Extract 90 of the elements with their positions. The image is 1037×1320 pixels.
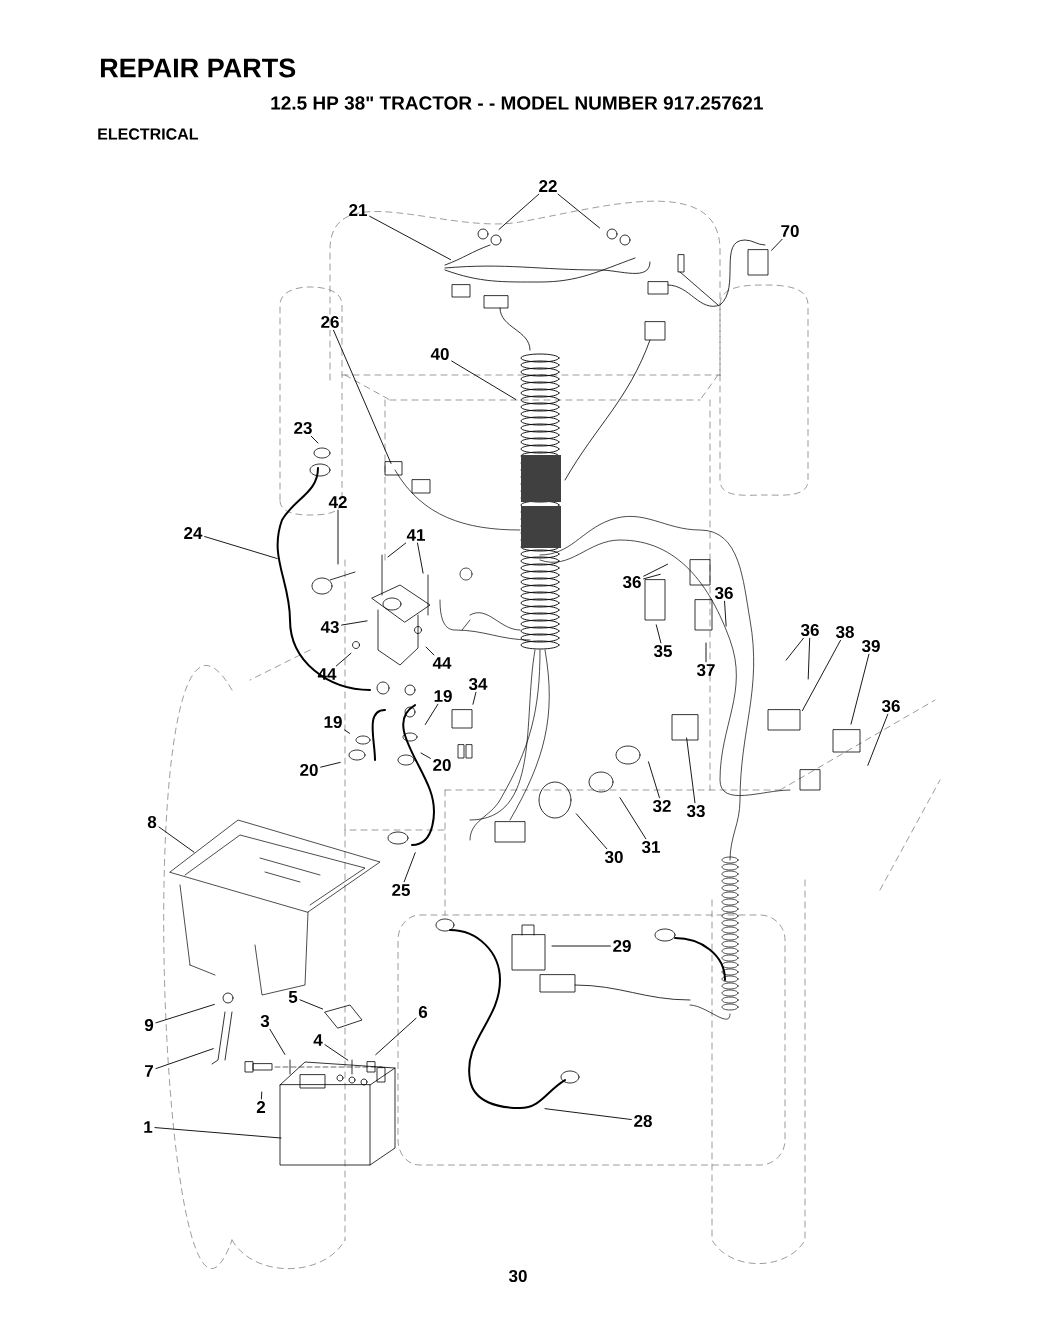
callout-number: 39 [861, 640, 880, 653]
leader-line [341, 620, 368, 626]
leader-line [269, 1028, 286, 1055]
callout-number: 9 [144, 1019, 154, 1032]
leader-line [310, 435, 319, 444]
leader-line [801, 639, 841, 712]
leader-line [403, 852, 416, 883]
page-number: 30 [508, 1270, 527, 1283]
leader-line [204, 536, 278, 559]
leader-line [154, 1127, 282, 1139]
leader-line [299, 999, 324, 1010]
callout-number: 41 [406, 529, 425, 541]
callout-number: 28 [634, 1115, 652, 1128]
leader-line [375, 1017, 417, 1056]
leader-line [472, 691, 477, 705]
leader-line [655, 624, 662, 644]
leader-line [705, 642, 707, 663]
callout-number: 1 [144, 1121, 153, 1133]
callout-number: 26 [321, 316, 339, 329]
leader-line [158, 826, 195, 853]
callout-number: 29 [613, 940, 631, 953]
leader-line [155, 1003, 215, 1024]
leader-line [420, 752, 431, 759]
callout-number: 44 [317, 668, 337, 680]
leader-line [425, 646, 435, 656]
leader-line [498, 193, 540, 230]
leader-line [155, 1048, 214, 1070]
callout-number: 4 [313, 1034, 323, 1046]
leader-line [807, 637, 811, 680]
callout-number: 19 [434, 690, 452, 703]
leader-line [867, 713, 889, 766]
callout-number: 23 [294, 421, 312, 435]
leader-line [260, 1091, 263, 1100]
leader-line [643, 573, 661, 580]
callout-number: 43 [320, 621, 339, 634]
callout-number: 3 [260, 1015, 270, 1028]
section-heading: ELECTRICAL [98, 128, 199, 140]
callout-number: 38 [835, 626, 854, 639]
callout-number: 36 [800, 624, 819, 637]
leader-line [344, 729, 350, 734]
callout-number: 34 [468, 678, 488, 691]
callout-number: 25 [392, 884, 410, 897]
callout-number: 2 [256, 1101, 266, 1113]
leader-line [557, 193, 601, 229]
callout-number: 70 [781, 225, 799, 238]
leader-line [324, 1044, 349, 1061]
leader-line [785, 637, 804, 661]
leader-line [648, 761, 660, 799]
callout-number: 30 [604, 851, 623, 864]
callout-number: 8 [147, 816, 157, 829]
leader-line [643, 563, 668, 577]
leader-line [369, 215, 452, 261]
callout-number: 24 [184, 527, 203, 539]
leader-line [337, 509, 339, 565]
leader-line [320, 761, 341, 768]
callout-number: 6 [418, 1006, 428, 1019]
leader-line [333, 329, 392, 464]
leader-line [551, 945, 611, 947]
subtitle: 12.5 HP 38" TRACTOR - - MODEL NUMBER 917.257621 [271, 96, 763, 110]
leader-line [619, 797, 647, 840]
callout-number: 36 [881, 700, 900, 713]
leader-line [451, 360, 517, 400]
callout-number: 22 [539, 180, 557, 192]
callout-number: 5 [288, 991, 298, 1003]
callout-number: 33 [686, 805, 705, 818]
callout-number: 20 [300, 764, 318, 777]
leader-line [850, 653, 870, 725]
callout-number: 36 [622, 576, 641, 589]
callout-number: 21 [349, 204, 367, 216]
leader-line [724, 600, 727, 627]
callout-number: 31 [641, 841, 660, 854]
leader-line [771, 238, 783, 251]
callout-number: 19 [324, 716, 342, 729]
callout-number: 7 [145, 1065, 153, 1077]
callout-number: 32 [652, 800, 671, 813]
callout-number: 20 [433, 759, 451, 772]
page-title: REPAIR PARTS [101, 58, 296, 78]
leader-line [544, 1108, 632, 1120]
callout-number: 37 [696, 664, 715, 677]
callout-number: 36 [714, 587, 733, 600]
callout-number: 44 [432, 657, 452, 669]
callout-number: 35 [653, 645, 672, 658]
leader-line [575, 813, 608, 850]
callout-number: 40 [430, 348, 449, 361]
callout-number: 42 [328, 496, 347, 508]
leader-line [424, 703, 439, 725]
leader-line [417, 542, 424, 574]
leader-line [686, 737, 696, 804]
leader-line [387, 542, 407, 558]
leader-line [335, 652, 352, 667]
